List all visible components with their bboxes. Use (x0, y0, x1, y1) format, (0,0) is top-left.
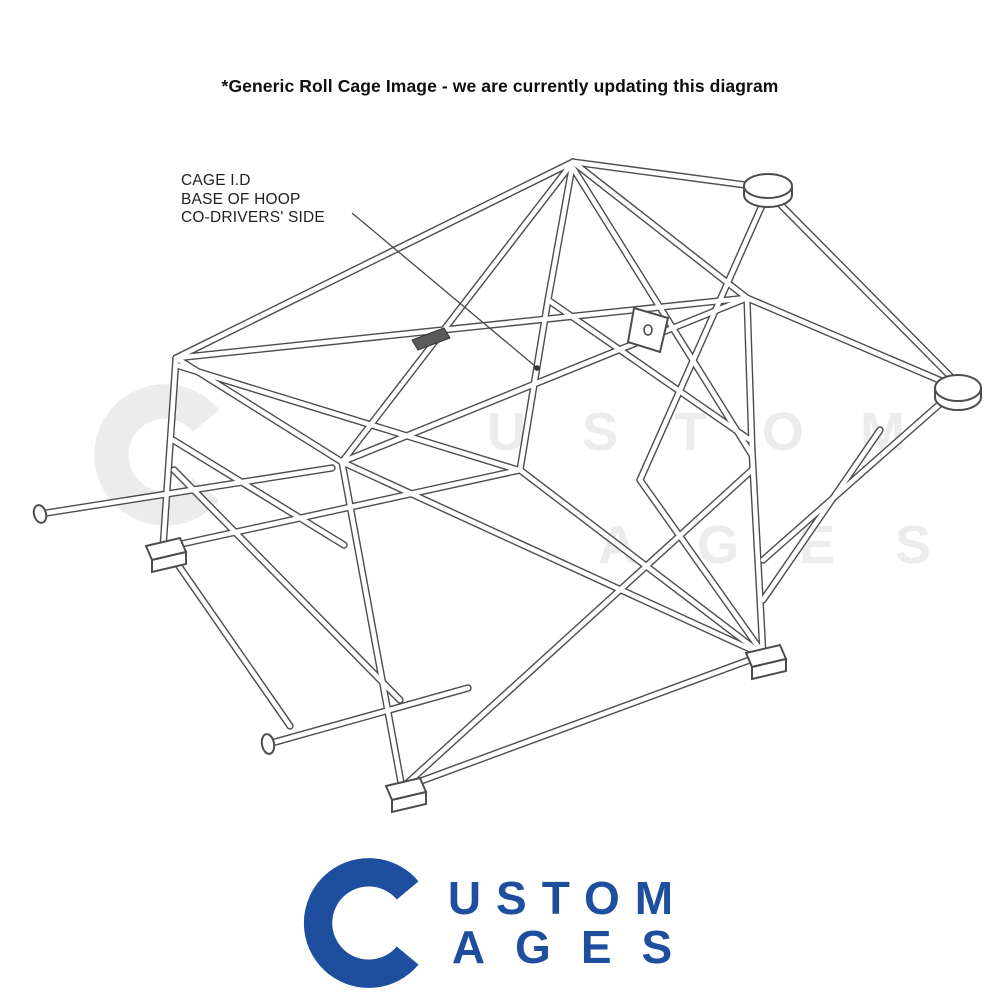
logo-words: USTOM AGES (448, 874, 702, 972)
annotation-line-2: BASE OF HOOP (181, 190, 301, 208)
rear-mount-pad-near (934, 374, 982, 411)
foot-plate-front-near (384, 776, 428, 814)
foot-plate-main-near (744, 643, 788, 681)
cage-id-tag (411, 327, 451, 351)
logo-c-icon (303, 858, 419, 988)
logo-word-bottom: AGES (451, 921, 703, 973)
watermark-word-bottom: AGES (598, 515, 992, 575)
foot-plate-front-far (144, 536, 188, 574)
tube-end-upper (32, 504, 48, 524)
rear-mount-pad-far (743, 173, 793, 208)
cage-id-annotation: CAGE I.D BASE OF HOOP CO-DRIVERS' SIDE (181, 172, 325, 228)
annotation-leader-dot (534, 365, 540, 371)
annotation-leader-line (351, 212, 536, 367)
custom-cages-logo: USTOM AGES (298, 852, 702, 994)
watermark-word-top: USTOM (487, 402, 962, 462)
annotation-line-1: CAGE I.D (181, 172, 251, 189)
diagram-notice: *Generic Roll Cage Image - we are curren… (221, 76, 779, 96)
cage-tubes-fill (40, 162, 958, 788)
gusset-plate (626, 306, 670, 354)
tube-end-lower (260, 733, 276, 755)
logo-word-top: USTOM (447, 872, 689, 925)
annotation-line-3: CO-DRIVERS' SIDE (181, 209, 325, 227)
